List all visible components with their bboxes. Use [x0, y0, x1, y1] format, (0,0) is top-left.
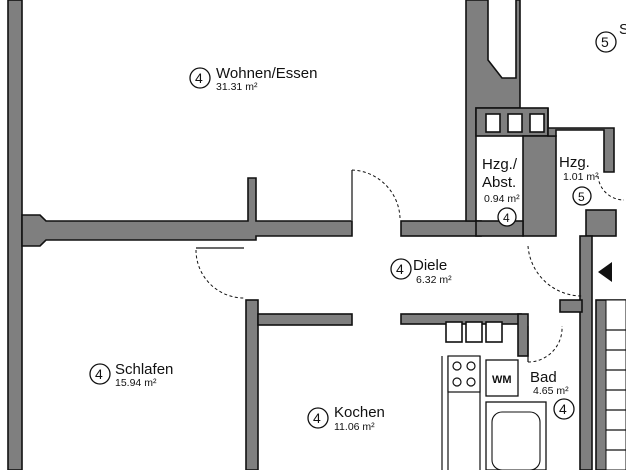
wall-below-hzg: [475, 220, 524, 237]
svg-text:Kochen: Kochen: [334, 404, 385, 421]
svg-text:5: 5: [601, 34, 609, 50]
room-diele: 4 Diele 6.32 m²: [390, 257, 452, 286]
kitchen-counter: [441, 355, 481, 470]
svg-text:1.01 m²: 1.01 m²: [563, 171, 599, 183]
stove-icon: [447, 355, 481, 393]
wall-hzg-divider: [522, 135, 557, 237]
svg-text:4: 4: [503, 211, 510, 225]
washing-machine: WM: [485, 359, 519, 397]
svg-text:Schlafen: Schlafen: [115, 361, 173, 378]
door-entrance: [527, 245, 583, 297]
svg-text:Hzg.: Hzg.: [559, 154, 590, 171]
wall-kochen-top: [257, 313, 353, 326]
wall-kitchen-bath: [517, 313, 529, 357]
stairs: [598, 262, 626, 470]
svg-text:4.65 m²: 4.65 m²: [533, 385, 569, 397]
door-wohnen: [351, 169, 401, 219]
wall-bath-corner: [559, 299, 583, 313]
wall-schlafen-kochen: [245, 299, 259, 470]
room-hzg: Hzg. 1.01 m² 5: [559, 154, 599, 206]
room-hzg-abst: Hzg./ Abst. 0.94 m² 4: [478, 140, 522, 227]
svg-text:4: 4: [313, 410, 321, 426]
shaft-boxes-kitchen: [445, 321, 503, 343]
svg-text:31.31 m²: 31.31 m²: [216, 81, 258, 93]
bathtub: [485, 401, 547, 470]
door-hzg: [597, 175, 625, 201]
svg-text:6.32 m²: 6.32 m²: [416, 274, 452, 286]
room-kochen: 4 Kochen 11.06 m²: [307, 404, 385, 433]
exterior-wall-left: [7, 0, 23, 470]
room-wohnen-essen: 4 Wohnen/Essen 31.31 m²: [189, 65, 317, 93]
wall-wohnen-schlafen: [21, 177, 353, 247]
svg-text:4: 4: [195, 70, 203, 86]
door-schlafen: [195, 249, 245, 299]
wall-right-block: [547, 108, 615, 173]
svg-text:0.94 m²: 0.94 m²: [484, 193, 520, 205]
door-bad: [527, 325, 563, 363]
room-schlafen: 4 Schlafen 15.94 m²: [89, 361, 173, 389]
shaft-boxes-top: [485, 113, 545, 133]
svg-text:WM: WM: [492, 374, 512, 386]
svg-text:Hzg./: Hzg./: [482, 156, 518, 173]
svg-text:4: 4: [95, 366, 103, 382]
stair-direction-arrow: [598, 262, 612, 282]
svg-text:S: S: [619, 21, 626, 38]
svg-text:Diele: Diele: [413, 257, 447, 274]
wall-wohnen-diele: [400, 220, 482, 237]
svg-text:Wohnen/Essen: Wohnen/Essen: [216, 65, 317, 82]
room-top-right-partial: 5 S: [595, 21, 626, 53]
svg-text:5: 5: [578, 190, 585, 204]
wall-center-vertical: [465, 0, 521, 222]
svg-text:4: 4: [559, 401, 567, 417]
svg-text:Abst.: Abst.: [482, 174, 516, 191]
doors: [195, 169, 625, 363]
wall-bath-right: [579, 235, 593, 470]
room-bad: Bad 4.65 m² 4: [530, 369, 575, 420]
svg-text:Bad: Bad: [530, 369, 557, 386]
wall-right-stub: [585, 209, 617, 237]
svg-text:4: 4: [396, 261, 404, 277]
svg-text:15.94 m²: 15.94 m²: [115, 377, 157, 389]
svg-text:11.06 m²: 11.06 m²: [334, 421, 375, 433]
